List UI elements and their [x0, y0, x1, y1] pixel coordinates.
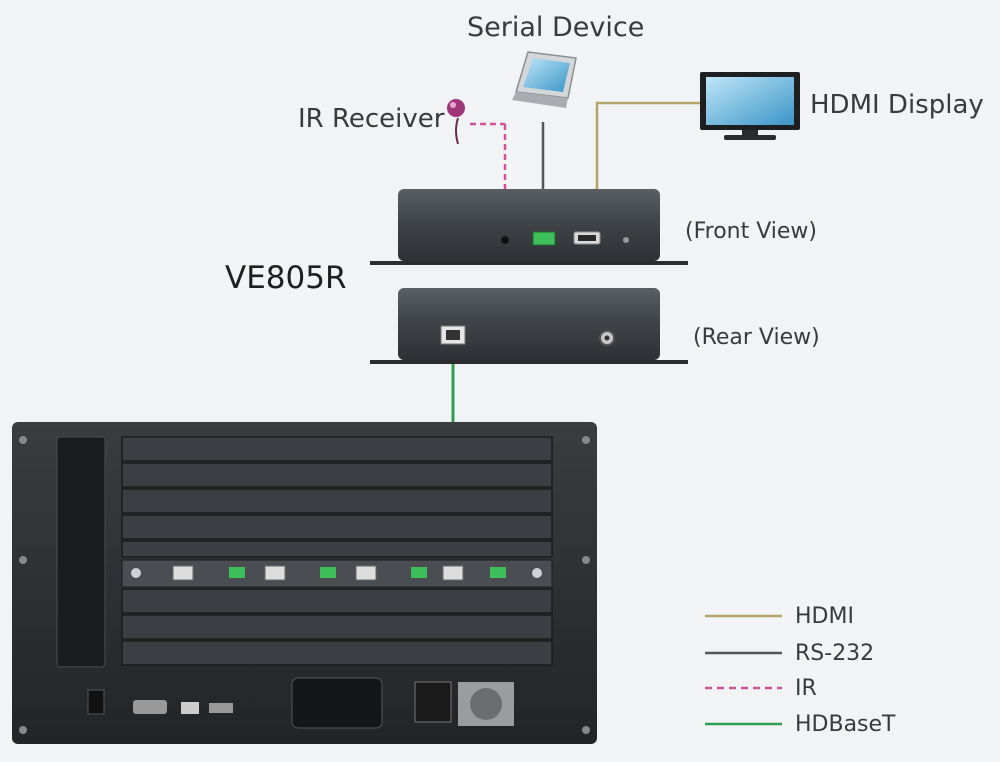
serial-device-label: Serial Device: [467, 12, 645, 43]
output-board: [121, 559, 553, 588]
ve805r-front-view: [370, 189, 688, 265]
ir-port-icon: [501, 236, 509, 244]
ir-receiver-icon: [447, 99, 465, 145]
front-view-label: (Front View): [685, 219, 818, 244]
legend-rs232-label: RS-232: [795, 641, 875, 666]
matrix-chassis: [12, 422, 597, 744]
slot-blanks: [121, 436, 553, 666]
legend-lines: [705, 614, 782, 726]
legend-ir-label: IR: [795, 676, 817, 701]
ir-receiver-label: IR Receiver: [298, 104, 445, 134]
ve805r-rear-view: [370, 288, 688, 364]
rs232-terminal-icon: [532, 231, 556, 246]
legend-hdmi-label: HDMI: [795, 604, 854, 629]
power-led-icon: [623, 237, 629, 243]
hdmi-display-icon: [700, 72, 800, 140]
model-label: VE805R: [225, 260, 347, 296]
rear-view-label: (Rear View): [693, 325, 820, 350]
legend-hdbaset-label: HDBaseT: [795, 712, 896, 737]
hdmi-display-label: HDMI Display: [810, 90, 984, 120]
serial-device-icon: [512, 51, 577, 108]
